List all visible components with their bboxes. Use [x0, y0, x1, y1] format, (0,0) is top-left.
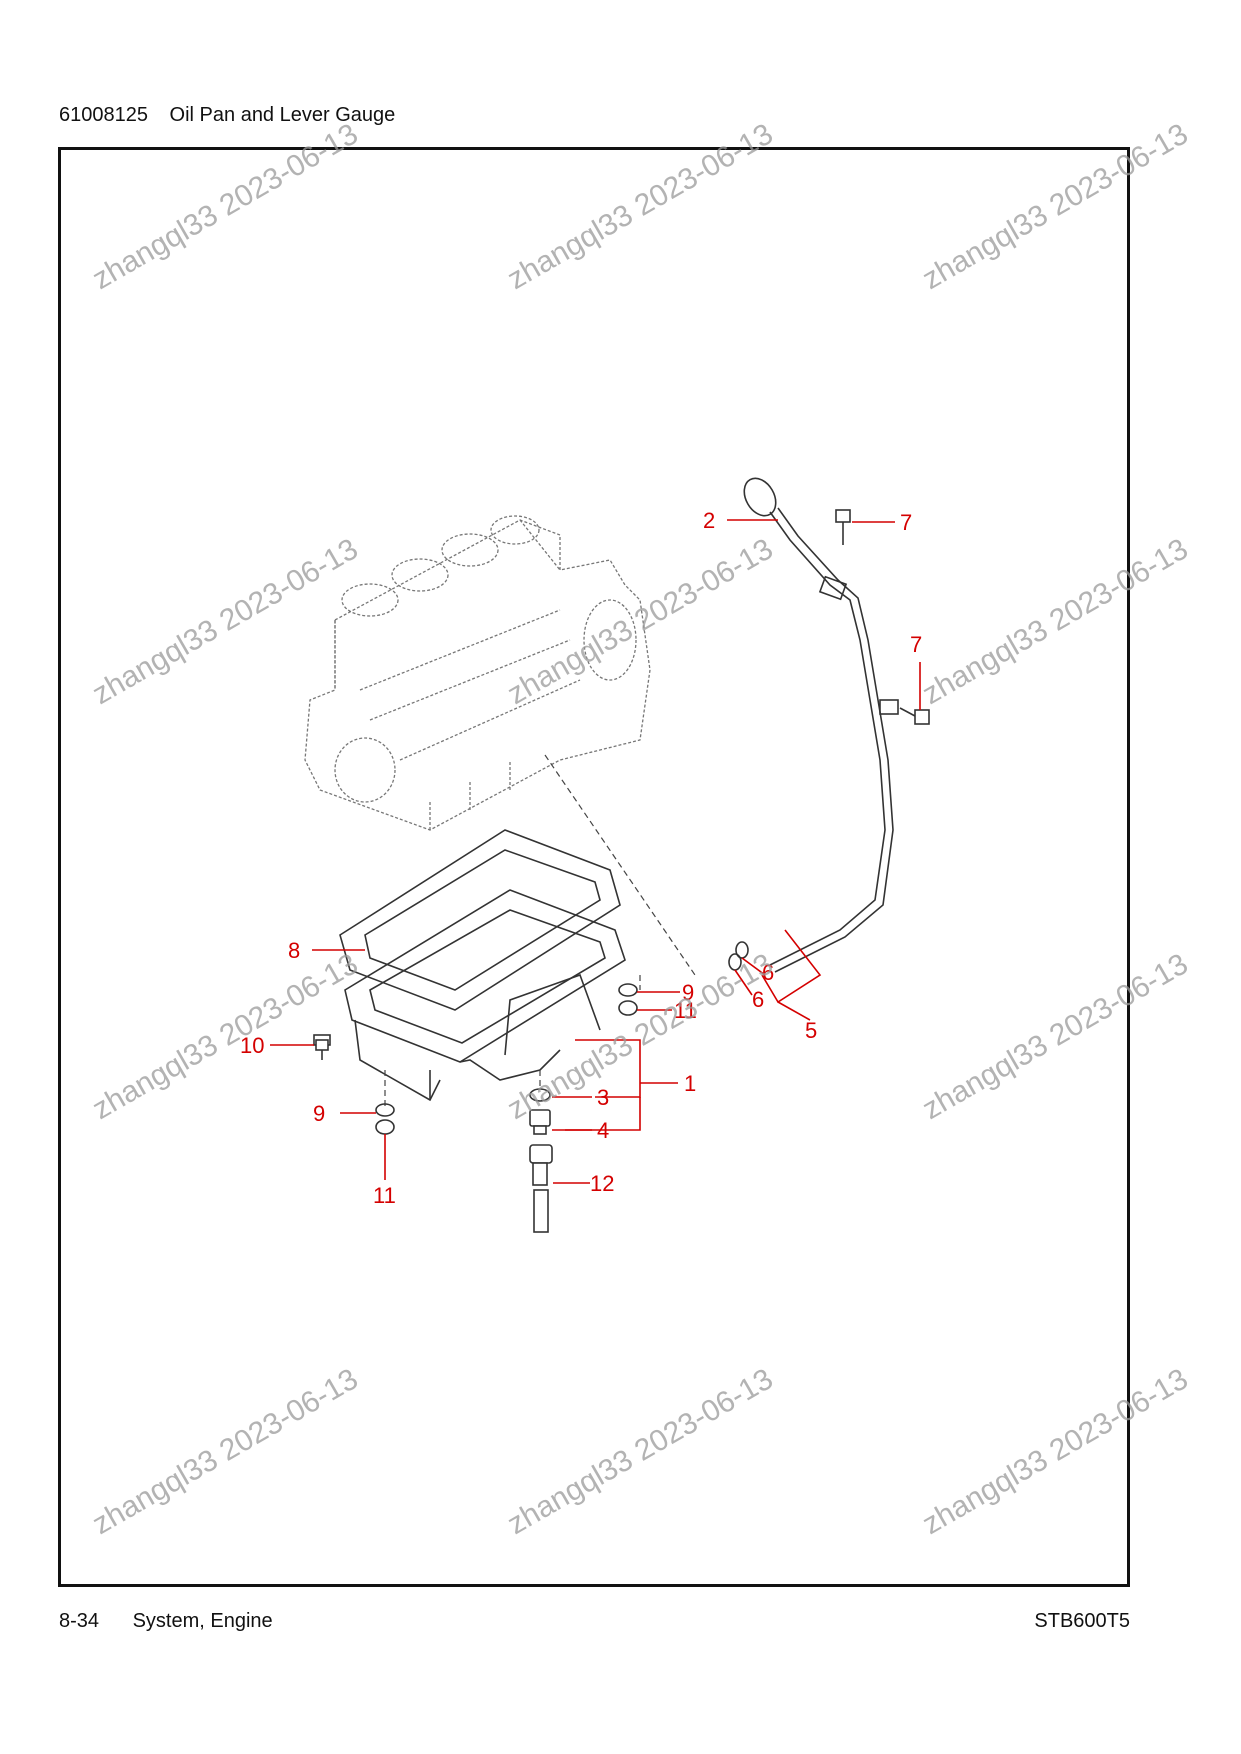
- svg-text:1: 1: [684, 1071, 696, 1096]
- dipstick-and-guide-tube: [743, 477, 899, 973]
- washer-left: [375, 1103, 395, 1117]
- callouts: 1 2 3 4 5 6 6 7: [240, 508, 922, 1208]
- page-title: Oil Pan and Lever Gauge: [169, 104, 396, 126]
- section-name: System, Engine: [132, 1610, 273, 1632]
- nut-right: [618, 1000, 638, 1016]
- svg-text:6: 6: [752, 987, 764, 1012]
- watermark: zhangql33 2023-06-13: [502, 532, 779, 711]
- svg-text:11: 11: [674, 998, 697, 1023]
- callout-6b: 6: [734, 969, 764, 1012]
- watermark: zhangql33 2023-06-13: [917, 1362, 1194, 1541]
- watermark: zhangql33 2023-06-13: [917, 947, 1194, 1126]
- page-header: 61008125 Oil Pan and Lever Gauge: [59, 104, 395, 127]
- svg-text:3: 3: [597, 1085, 609, 1110]
- callout-9-right: 9: [637, 980, 694, 1005]
- model-name: STB600T5: [1034, 1610, 1130, 1632]
- svg-text:8: 8: [288, 938, 300, 963]
- page-footer-left: 8-34 System, Engine: [59, 1610, 273, 1633]
- svg-text:7: 7: [900, 510, 912, 535]
- svg-text:4: 4: [597, 1118, 609, 1143]
- drain-gasket: [529, 1088, 551, 1102]
- bolt-pan-side: [313, 1034, 331, 1060]
- svg-text:11: 11: [373, 1183, 396, 1208]
- watermark: zhangql33 2023-06-13: [502, 1362, 779, 1541]
- callout-10: 10: [240, 1033, 314, 1058]
- drain-plug: [529, 1109, 551, 1135]
- callout-11-left: 11: [373, 1134, 396, 1208]
- callout-4: 4: [552, 1118, 609, 1143]
- callout-11-right: 11: [637, 998, 697, 1023]
- callout-6a: 6: [741, 957, 774, 985]
- watermark: zhangql33 2023-06-13: [87, 532, 364, 711]
- washer-right: [618, 983, 638, 997]
- engine-block: [304, 515, 651, 831]
- callout-8: 8: [288, 938, 365, 963]
- svg-text:12: 12: [590, 1171, 614, 1196]
- callout-3: 3: [552, 1085, 609, 1110]
- svg-text:2: 2: [703, 508, 715, 533]
- watermark: zhangql33 2023-06-13: [917, 117, 1194, 296]
- watermark: zhangql33 2023-06-13: [502, 117, 779, 296]
- nut-left: [375, 1119, 395, 1135]
- watermarks: zhangql33 2023-06-13 zhangql33 2023-06-1…: [87, 117, 1194, 1541]
- page-number: 8-34: [59, 1610, 100, 1632]
- svg-text:9: 9: [682, 980, 694, 1005]
- diagram-frame: [58, 147, 1130, 1587]
- svg-text:6: 6: [762, 960, 774, 985]
- svg-text:7: 7: [910, 632, 922, 657]
- callout-2: 2: [703, 508, 778, 533]
- callout-12: 12: [553, 1171, 614, 1196]
- drain-hose: [529, 1144, 553, 1233]
- svg-text:5: 5: [805, 1018, 817, 1043]
- svg-text:9: 9: [313, 1101, 325, 1126]
- svg-text:10: 10: [240, 1033, 264, 1058]
- callout-7b: 7: [910, 632, 922, 710]
- bolt-upper: [835, 509, 851, 545]
- watermark: zhangql33 2023-06-13: [87, 1362, 364, 1541]
- callout-9-left: 9: [313, 1101, 376, 1126]
- watermark: zhangql33 2023-06-13: [917, 532, 1194, 711]
- oil-pan-gasket: [339, 829, 621, 1011]
- oil-pan: [344, 889, 626, 1102]
- callout-7a: 7: [852, 510, 912, 535]
- assembly-guide-line: [544, 754, 696, 976]
- callout-5: 5: [761, 929, 822, 1043]
- part-group-code: 61008125: [59, 104, 148, 126]
- bolt-lower: [899, 707, 930, 725]
- watermark: zhangql33 2023-06-13: [87, 117, 364, 296]
